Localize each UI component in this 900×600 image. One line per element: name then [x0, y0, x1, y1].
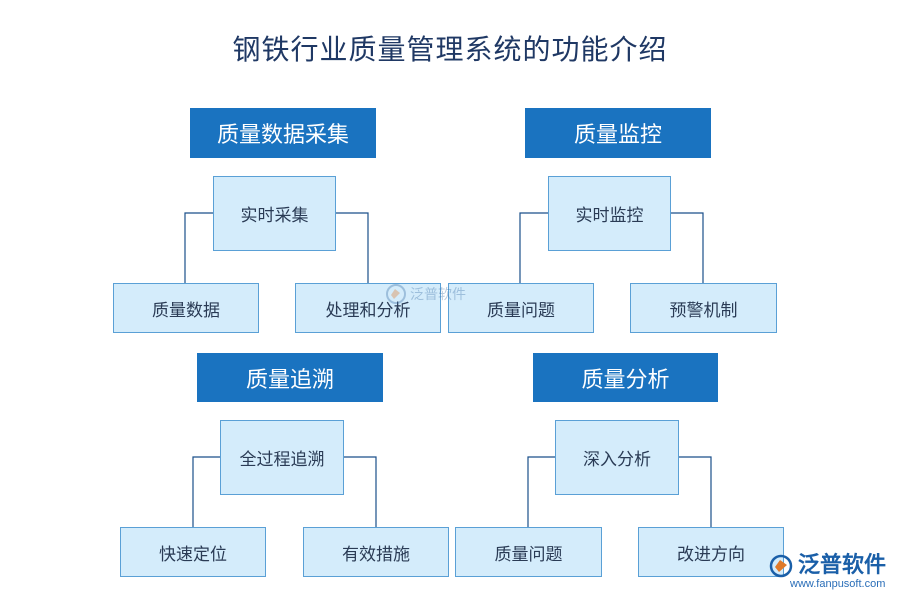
node-quick-locate: 快速定位 [120, 527, 266, 577]
connector-line [519, 212, 548, 283]
brand-logo: 泛普软件 [768, 553, 886, 579]
node-processing-analysis: 处理和分析 [295, 283, 441, 333]
watermark: 泛普软件 [385, 283, 466, 305]
section-header-traceability: 质量追溯 [197, 353, 383, 402]
node-quality-issues: 质量问题 [448, 283, 594, 333]
connector-line [678, 456, 712, 527]
node-effective-measures: 有效措施 [303, 527, 449, 577]
connector-line [343, 456, 377, 527]
watermark-text: 泛普软件 [410, 287, 466, 303]
connector-line [192, 456, 220, 527]
page-title: 钢铁行业质量管理系统的功能介绍 [232, 33, 668, 66]
node-improvement-direction: 改进方向 [638, 527, 784, 577]
node-warning-mechanism: 预警机制 [630, 283, 777, 333]
section-header-data-collection: 质量数据采集 [190, 108, 376, 158]
section-header-analysis: 质量分析 [533, 353, 718, 402]
node-quality-data: 质量数据 [113, 283, 259, 333]
node-full-process-trace: 全过程追溯 [220, 420, 344, 495]
brand-name: 泛普软件 [798, 553, 887, 578]
node-quality-issues-2: 质量问题 [455, 527, 602, 577]
brand-logo-icon [386, 284, 406, 304]
node-realtime-monitoring: 实时监控 [548, 176, 671, 251]
connector-line [335, 212, 369, 283]
brand-url: www.fanpusoft.com [790, 578, 886, 590]
connector-line [670, 212, 704, 283]
node-deep-analysis: 深入分析 [555, 420, 679, 495]
connector-line [527, 456, 555, 527]
brand-logo-icon [769, 554, 793, 578]
node-realtime-collection: 实时采集 [213, 176, 336, 251]
section-header-monitoring: 质量监控 [525, 108, 711, 158]
connector-line [184, 212, 213, 283]
